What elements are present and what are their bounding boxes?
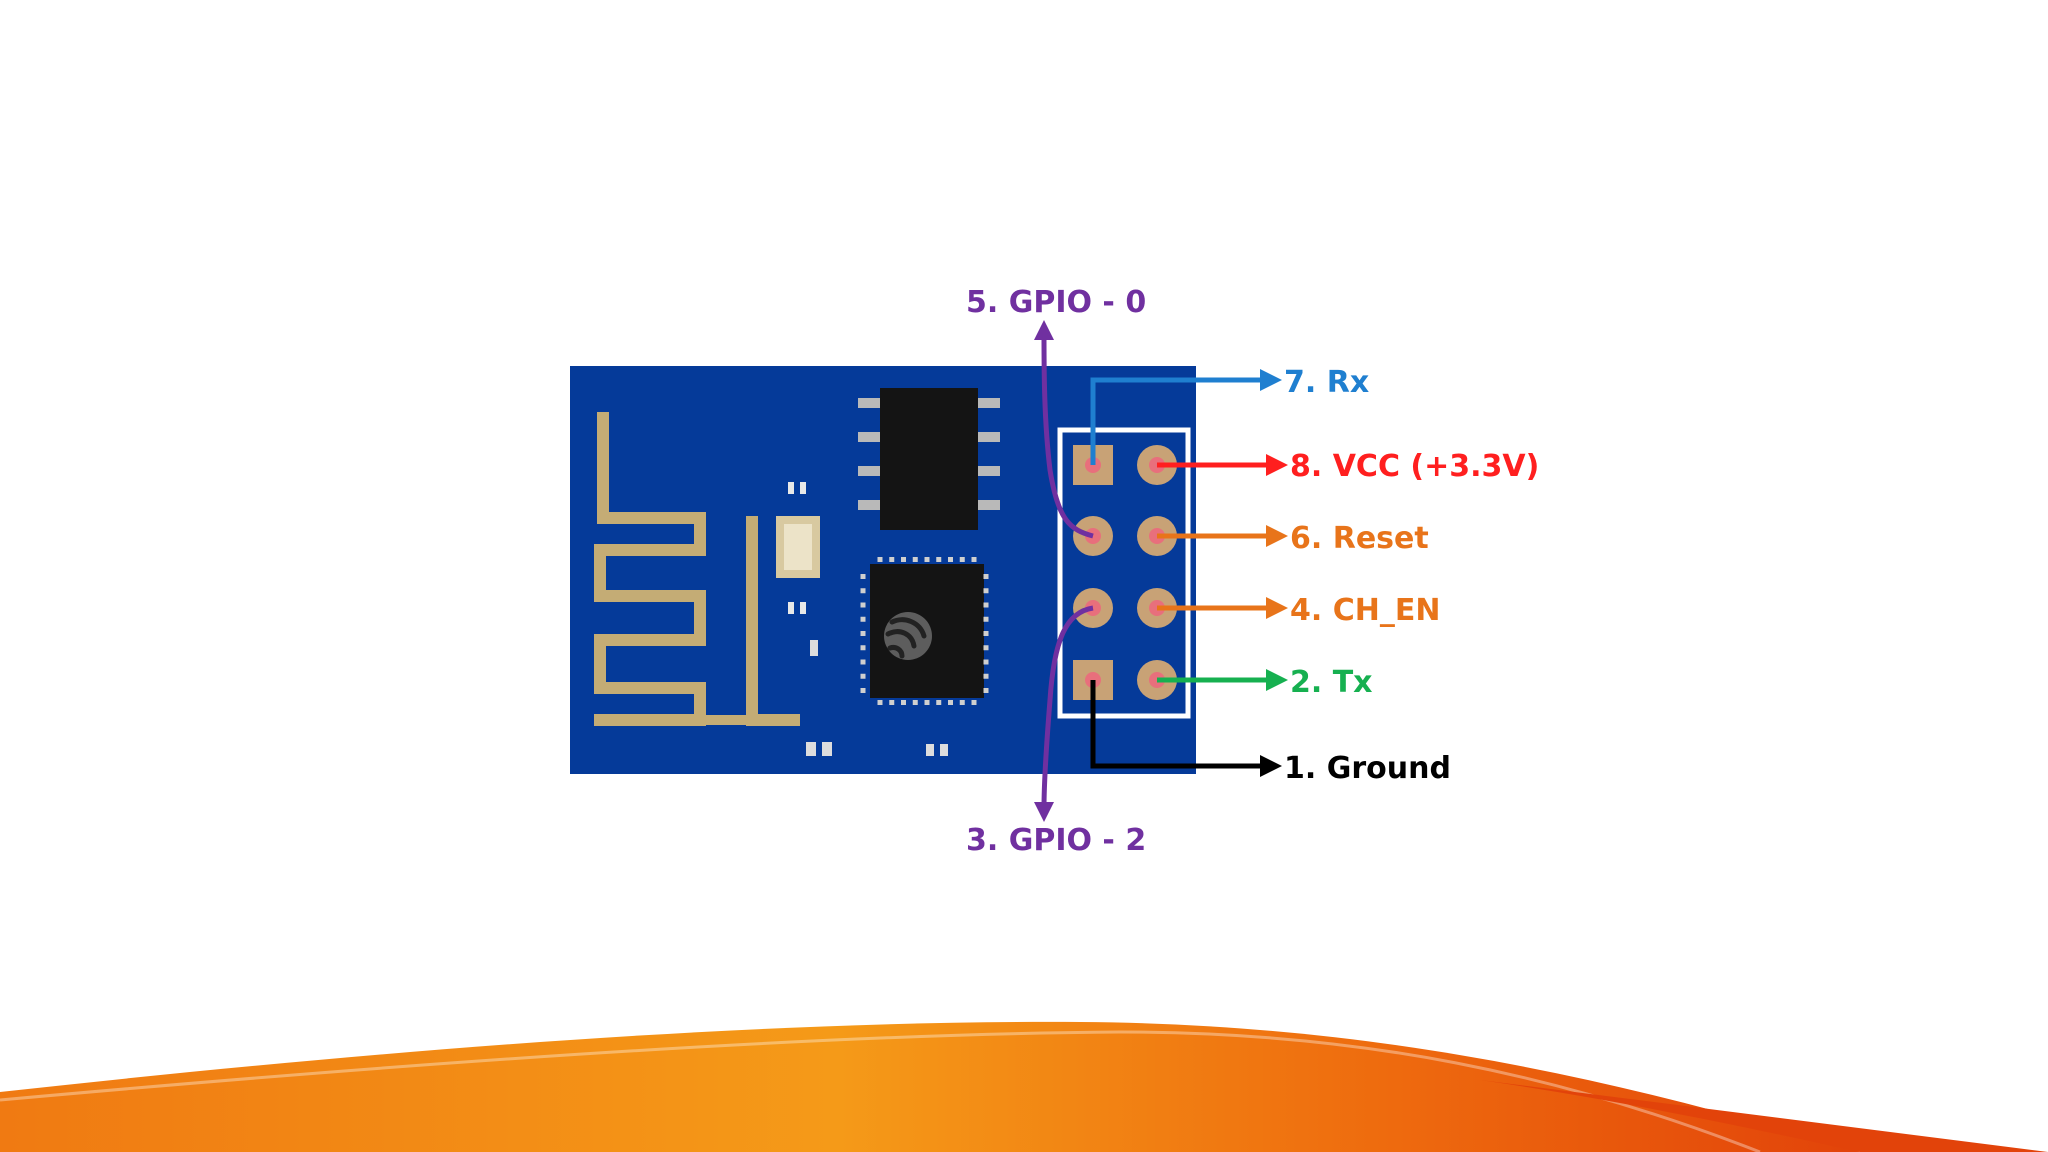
- soc-pin: [889, 700, 895, 705]
- connector-gpio2: [1041, 605, 1094, 809]
- soc-pin: [912, 557, 918, 562]
- soc-pin: [860, 673, 866, 679]
- wave-dark-edge: [1480, 1080, 2048, 1152]
- soc-pin: [971, 557, 977, 562]
- esp8266-soc-chip: [860, 557, 989, 705]
- soc-pin: [959, 557, 965, 562]
- soc-pin: [948, 557, 953, 562]
- soc-pin: [983, 673, 989, 679]
- arrow-tx: [1266, 669, 1288, 691]
- espressif-logo-icon: [884, 612, 932, 660]
- label-gpio0: 5. GPIO - 0: [966, 285, 1146, 320]
- soc-pin: [877, 557, 883, 562]
- pin-connectors: [1034, 320, 1288, 822]
- label-rx: 7. Rx: [1284, 365, 1369, 400]
- soc-pin: [860, 588, 866, 594]
- soc-pin: [860, 574, 866, 579]
- smd-components: [776, 482, 948, 756]
- soc-pin: [983, 616, 989, 622]
- esp8266-board: [570, 366, 1196, 774]
- soc-pin: [948, 700, 953, 705]
- soc-pin: [983, 602, 989, 608]
- arrow-reset: [1266, 525, 1288, 547]
- soc-pin: [983, 574, 989, 579]
- bottom-wave-decoration: [0, 1021, 2048, 1152]
- wave-fill: [0, 1021, 1860, 1152]
- soc-pin: [924, 700, 930, 705]
- soc-pin: [901, 700, 906, 705]
- soc-pin: [983, 645, 989, 651]
- soc-pin: [971, 700, 977, 705]
- soc-pin: [877, 700, 883, 705]
- soc-pin: [983, 631, 989, 636]
- flash-memory-chip: [858, 388, 1000, 530]
- arrow-ch-en: [1266, 597, 1288, 619]
- connector-gpio0: [1041, 333, 1094, 539]
- soc-pin: [901, 557, 906, 562]
- soc-pin: [889, 557, 895, 562]
- arrow-rx: [1260, 369, 1282, 391]
- label-ch-en: 4. CH_EN: [1290, 593, 1440, 628]
- arrow-gpio2: [1034, 802, 1054, 822]
- soc-pin: [860, 616, 866, 622]
- antenna-trace: [594, 412, 800, 726]
- label-vcc: 8. VCC (+3.3V): [1290, 449, 1539, 484]
- soc-pin: [924, 557, 930, 562]
- soc-pin: [860, 631, 866, 636]
- label-tx: 2. Tx: [1290, 665, 1373, 700]
- arrow-ground: [1260, 755, 1282, 777]
- soc-pin: [983, 588, 989, 594]
- soc-pin: [860, 688, 866, 693]
- soc-pin: [936, 700, 942, 705]
- connector-ground: [1090, 680, 1262, 769]
- wave-highlight: [0, 1030, 1761, 1152]
- arrow-vcc: [1266, 454, 1288, 476]
- soc-pin: [912, 700, 918, 705]
- soc-pin: [860, 645, 866, 651]
- arrow-gpio0: [1034, 320, 1054, 340]
- label-reset: 6. Reset: [1290, 521, 1429, 556]
- pin-labels: 5. GPIO - 0 7. Rx 8. VCC (+3.3V) 6. Rese…: [966, 285, 1539, 858]
- label-gpio2: 3. GPIO - 2: [966, 823, 1146, 858]
- soc-pin: [983, 688, 989, 693]
- soc-pin: [959, 700, 965, 705]
- soc-pin: [983, 659, 989, 665]
- connector-rx: [1090, 377, 1262, 465]
- soc-pin: [860, 659, 866, 665]
- soc-pin: [860, 602, 866, 608]
- label-ground: 1. Ground: [1284, 751, 1451, 786]
- soc-pin: [936, 557, 942, 562]
